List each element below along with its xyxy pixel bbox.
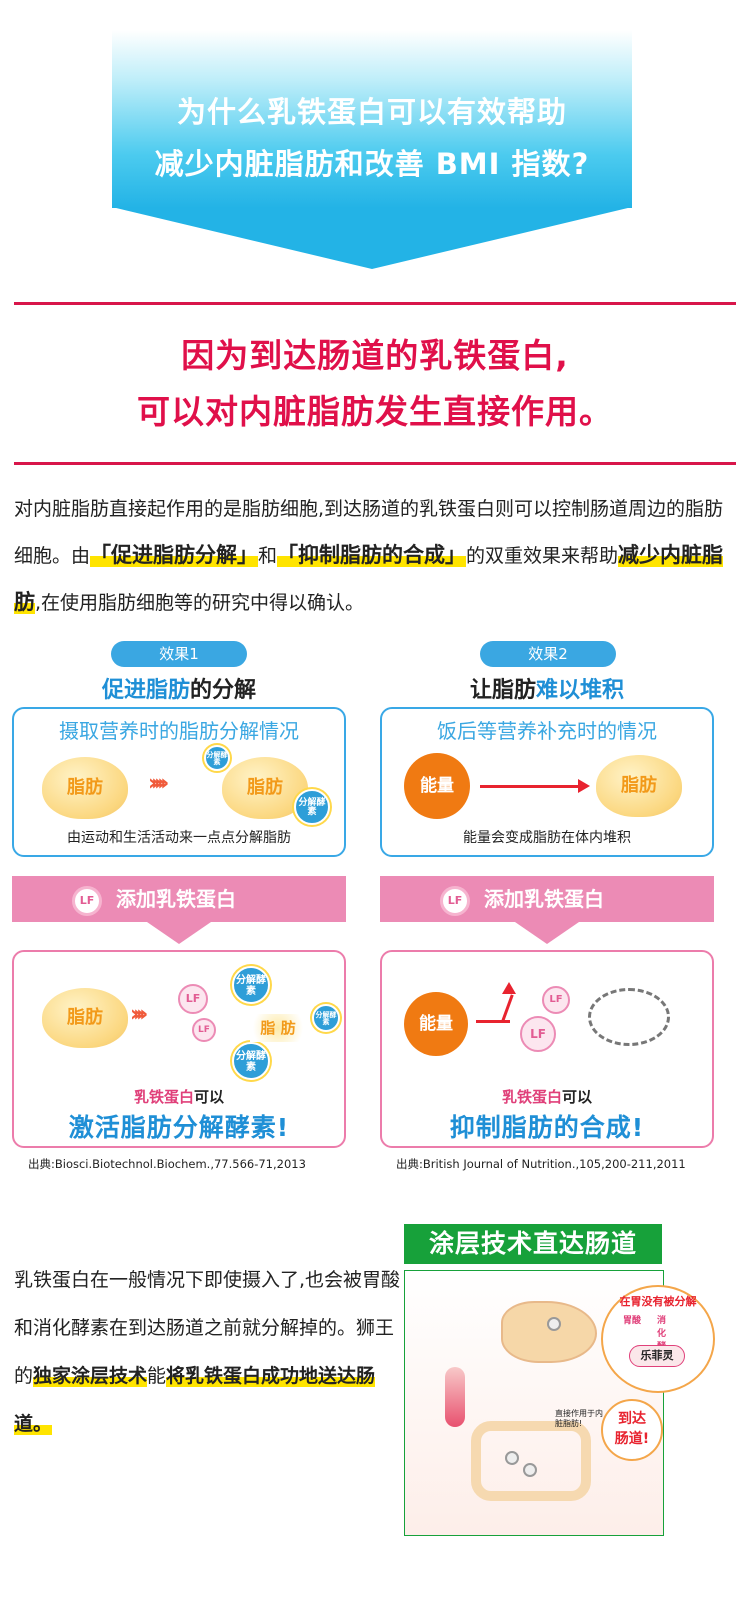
capsule-icon: [505, 1451, 519, 1465]
effect-2-result-black: 可以: [562, 1088, 593, 1106]
divider-top: [14, 302, 736, 305]
intro-text-3: 的双重效果来帮助: [466, 545, 619, 567]
chevron-arrows-icon: ››››: [130, 1002, 148, 1027]
banner-title: 为什么乳铁蛋白可以有效帮助 减少内脏脂肪和改善 BMI 指数?: [112, 86, 632, 190]
enzyme-icon-small: 分解酵素: [312, 1004, 340, 1032]
effect-1-title: 促进脂肪的分解: [12, 672, 346, 704]
effect-2-result: 抑制脂肪的合成!: [449, 1113, 645, 1142]
effect-1-result-black: 可以: [194, 1088, 225, 1106]
effect-2-before-caption: 能量会变成脂肪在体内堆积: [463, 830, 631, 846]
headline-line-2: 可以对内脏脂肪发生直接作用。: [137, 392, 613, 431]
lf-icon-small: LF: [192, 1018, 216, 1042]
energy-icon: 能量: [404, 992, 468, 1056]
intro-text-2: 和: [258, 545, 278, 567]
bubble-acid: 胃酸: [623, 1316, 642, 1326]
lf-icon: LF: [440, 885, 470, 916]
effect-2-before-box: 饭后等营养补充时的情况 能量 脂肪 能量会变成脂肪在体内堆积: [380, 707, 714, 857]
lf-icon: LF: [72, 885, 102, 916]
fat-cell-bitten-icon: 脂肪: [222, 757, 308, 819]
intestine-icon: [471, 1421, 591, 1501]
effect-1-badge: 效果1: [111, 641, 247, 667]
down-arrow-icon: [147, 922, 211, 944]
intro-paragraph: 对内脏脂肪直接起作用的是脂肪细胞,到达肠道的乳铁蛋白则可以控制肠道周边的脂肪细胞…: [14, 486, 736, 626]
effect-2-before-title: 饭后等营养补充时的情况: [437, 719, 657, 743]
coating-text-1: 乳铁蛋白在一般情况下即使摄入了,也会被胃酸和消化酵素在到达肠道之前就分解掉的。狮…: [14, 1269, 401, 1387]
arrival-bubble: [601, 1399, 663, 1461]
lf-icon-small: LF: [542, 986, 570, 1014]
capsule-icon: [523, 1463, 537, 1477]
fat-fragments-icon: 脂 肪: [250, 1014, 306, 1042]
right-arrow-line: [480, 785, 580, 788]
effect-2-lf-bar-label: 添加乳铁蛋白: [484, 887, 604, 911]
effect-1-before-caption: 由运动和生活活动来一点点分解脂肪: [67, 830, 291, 846]
effect-2-source: 出典:British Journal of Nutrition.,105,200…: [396, 1157, 686, 1171]
brand-capsule-icon: 乐菲灵: [629, 1345, 685, 1367]
effect-2-after-box: 能量 LF LF 乳铁蛋白可以 抑制脂肪的合成!: [380, 950, 714, 1148]
intro-text-4: ,在使用脂肪细胞等的研究中得以确认。: [35, 592, 365, 614]
empty-fat-outline-icon: [588, 988, 670, 1046]
effect-2-badge: 效果2: [480, 641, 616, 667]
headline: 因为到达肠道的乳铁蛋白, 可以对内脏脂肪发生直接作用。: [14, 328, 736, 440]
coating-paragraph: 乳铁蛋白在一般情况下即使摄入了,也会被胃酸和消化酵素在到达肠道之前就分解掉的。狮…: [14, 1256, 404, 1448]
chevron-arrows-icon: ›››››: [148, 771, 169, 796]
arrival-line-1: 到达: [618, 1411, 646, 1427]
lf-icon: LF: [520, 1016, 556, 1052]
stomach-icon: [501, 1301, 597, 1363]
fat-cell-icon: 脂肪: [42, 757, 128, 819]
effect-2-title: 让脂肪难以堆积: [380, 672, 714, 704]
capsule-path-arrow: [445, 1367, 465, 1427]
fat-cell-icon: 脂肪: [42, 988, 128, 1048]
header-banner-arrow: [112, 207, 632, 269]
enzyme-icon: 分解酵素: [232, 966, 270, 1004]
coating-title: 涂层技术直达肠道: [404, 1224, 662, 1264]
intro-highlight-2: 「抑制脂肪的合成」: [277, 543, 467, 567]
blocked-arrow-line: [476, 1020, 510, 1023]
blocked-arrow-up: [501, 994, 514, 1022]
arrival-line-2: 肠道!: [614, 1431, 650, 1447]
effect-1-after-box: 脂肪 ›››› LF LF 分解酵素 分解酵素 分解酵素 脂 肪 乳铁蛋白可以 …: [12, 950, 346, 1148]
effect-1-lf-bar: LF 添加乳铁蛋白: [12, 876, 346, 922]
lf-icon: LF: [178, 984, 208, 1014]
enzyme-icon: 分解酵素: [294, 789, 330, 825]
arrival-text: 到达 肠道!: [601, 1409, 663, 1449]
effect-1-lf-bar-label: 添加乳铁蛋白: [116, 887, 236, 911]
coating-text-2: 能: [147, 1365, 167, 1387]
down-arrow-icon: [515, 922, 579, 944]
effect-1-before-title: 摄取营养时的脂肪分解情况: [59, 719, 299, 743]
divider-bottom: [14, 462, 736, 465]
intro-text-1: 对内脏脂肪直接起作用的是脂肪细胞,到达肠道的乳铁蛋白则可以控制肠道周边的脂肪细胞…: [14, 498, 724, 567]
effect-2-lf-bar: LF 添加乳铁蛋白: [380, 876, 714, 922]
effect-1-result-pink: 乳铁蛋白: [133, 1088, 194, 1106]
effect-1-source: 出典:Biosci.Biotechnol.Biochem.,77.566-71,…: [28, 1157, 306, 1171]
fat-cell-icon: 脂肪: [596, 755, 682, 817]
energy-icon: 能量: [404, 753, 470, 819]
right-arrow-icon: [578, 779, 590, 793]
up-arrow-icon: [502, 982, 516, 994]
effect-2-result-pink: 乳铁蛋白: [501, 1088, 562, 1106]
effect-2-result-label: 乳铁蛋白可以: [382, 1086, 712, 1107]
effect-1-title-blue: 促进脂肪: [101, 678, 190, 703]
effect-1-result: 激活脂肪分解酵素!: [68, 1113, 290, 1142]
enzyme-icon: 分解酵素: [232, 1042, 270, 1080]
intestine-illustration: 在胃没有被分解 胃酸 消化酵素 乐菲灵 直接作用于内脏脂肪! 到达 肠道!: [404, 1270, 715, 1536]
effect-1-result-label: 乳铁蛋白可以: [14, 1086, 344, 1107]
banner-line-2: 减少内脏脂肪和改善 BMI 指数?: [154, 147, 590, 181]
effect-1-before-box: 摄取营养时的脂肪分解情况 脂肪 ››››› 脂肪 分解酵素 分解酵素 由运动和生…: [12, 707, 346, 857]
effect-2-title-blue: 难以堆积: [536, 678, 625, 703]
banner-line-1: 为什么乳铁蛋白可以有效帮助: [176, 95, 567, 129]
coating-highlight-1: 独家涂层技术: [33, 1365, 148, 1387]
header-banner: [112, 30, 632, 208]
intro-highlight-1: 「促进脂肪分解」: [90, 543, 259, 567]
bubble-title: 在胃没有被分解: [619, 1295, 697, 1308]
enzyme-icon-small: 分解酵素: [204, 745, 230, 771]
direct-action-note: 直接作用于内脏脂肪!: [555, 1409, 603, 1428]
headline-line-1: 因为到达肠道的乳铁蛋白,: [181, 336, 569, 375]
effect-1-title-black: 的分解: [190, 678, 257, 703]
capsule-icon: [547, 1317, 561, 1331]
stomach-bubble: [601, 1285, 715, 1393]
effect-2-title-black: 让脂肪: [469, 678, 536, 703]
